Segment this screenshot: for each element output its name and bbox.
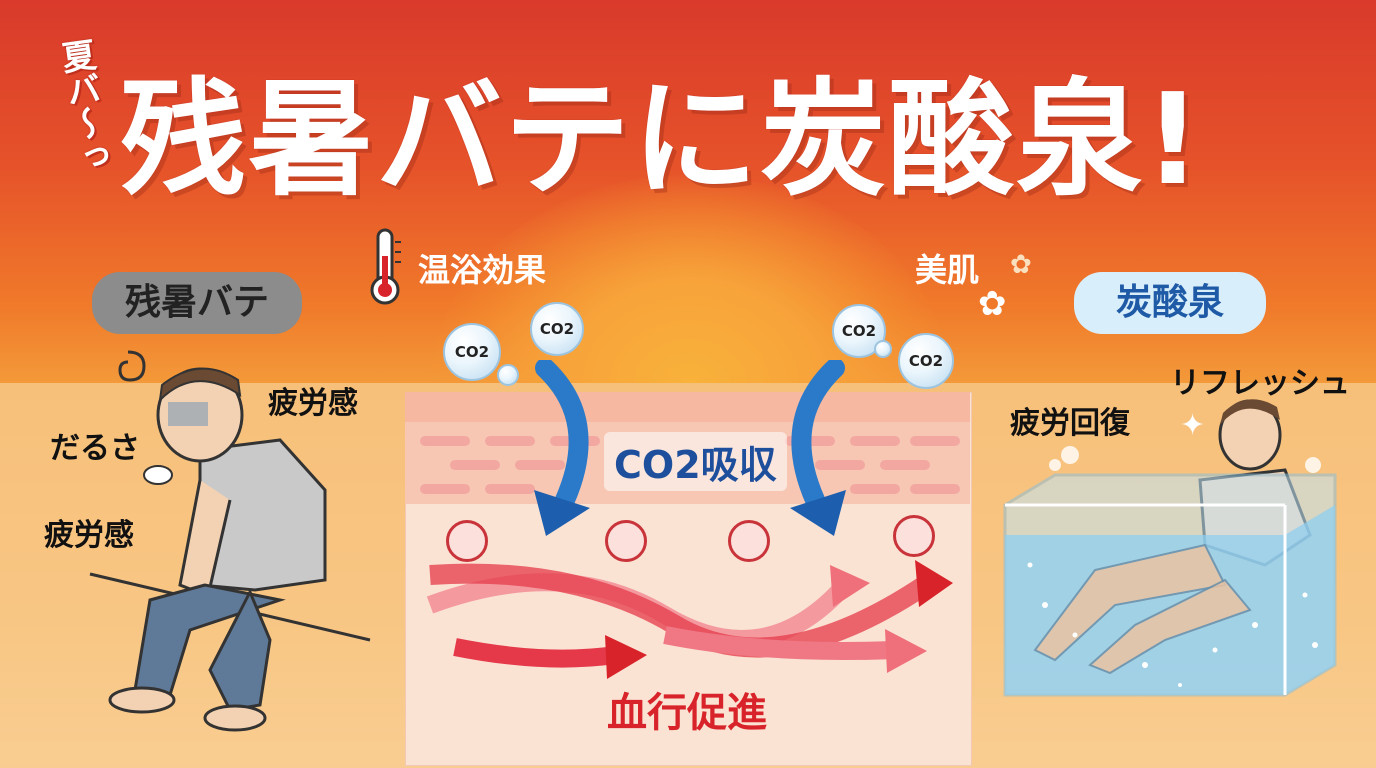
co2-bubble: CO2	[898, 333, 954, 389]
bathtub-illustration	[1003, 399, 1337, 697]
symptom-label-3: 疲労感	[44, 518, 134, 553]
capillary-icon	[728, 520, 770, 562]
right-badge: 炭酸泉	[1074, 272, 1266, 334]
symptom-label-2: だるさ	[50, 431, 140, 466]
symptom-label-1: 疲労感	[268, 386, 358, 421]
small-bubble	[497, 364, 519, 386]
warm-bath-label: 温浴効果	[418, 251, 547, 289]
flower-icon: ✿	[1010, 250, 1032, 280]
page-title: 残暑バテに炭酸泉!	[120, 66, 1204, 213]
title-prefix: 夏バ〜っ	[53, 36, 112, 177]
sparkle-icon: ✦	[1180, 408, 1206, 443]
beauty-skin-label: 美肌	[915, 251, 980, 289]
effect-label-2: 疲労回復	[1010, 406, 1130, 441]
co2-bubble: CO2	[530, 302, 584, 356]
flower-icon: ✿	[978, 284, 1007, 324]
capillary-icon	[893, 515, 935, 557]
capillary-icon	[605, 520, 647, 562]
co2-absorption-label: CO2吸収	[604, 432, 787, 491]
left-badge: 残暑バテ	[92, 272, 302, 334]
small-bubble	[874, 340, 892, 358]
absorption-arrows	[534, 360, 846, 536]
skin-surface	[405, 392, 970, 422]
thermometer-icon	[370, 228, 401, 305]
blood-flow-arrows	[426, 560, 953, 679]
capillary-icon	[446, 520, 488, 562]
effect-label-1: リフレッシュ	[1170, 366, 1350, 401]
co2-bubble: CO2	[443, 323, 501, 381]
tired-man-illustration	[89, 350, 371, 732]
blood-circulation-label: 血行促進	[607, 690, 767, 736]
